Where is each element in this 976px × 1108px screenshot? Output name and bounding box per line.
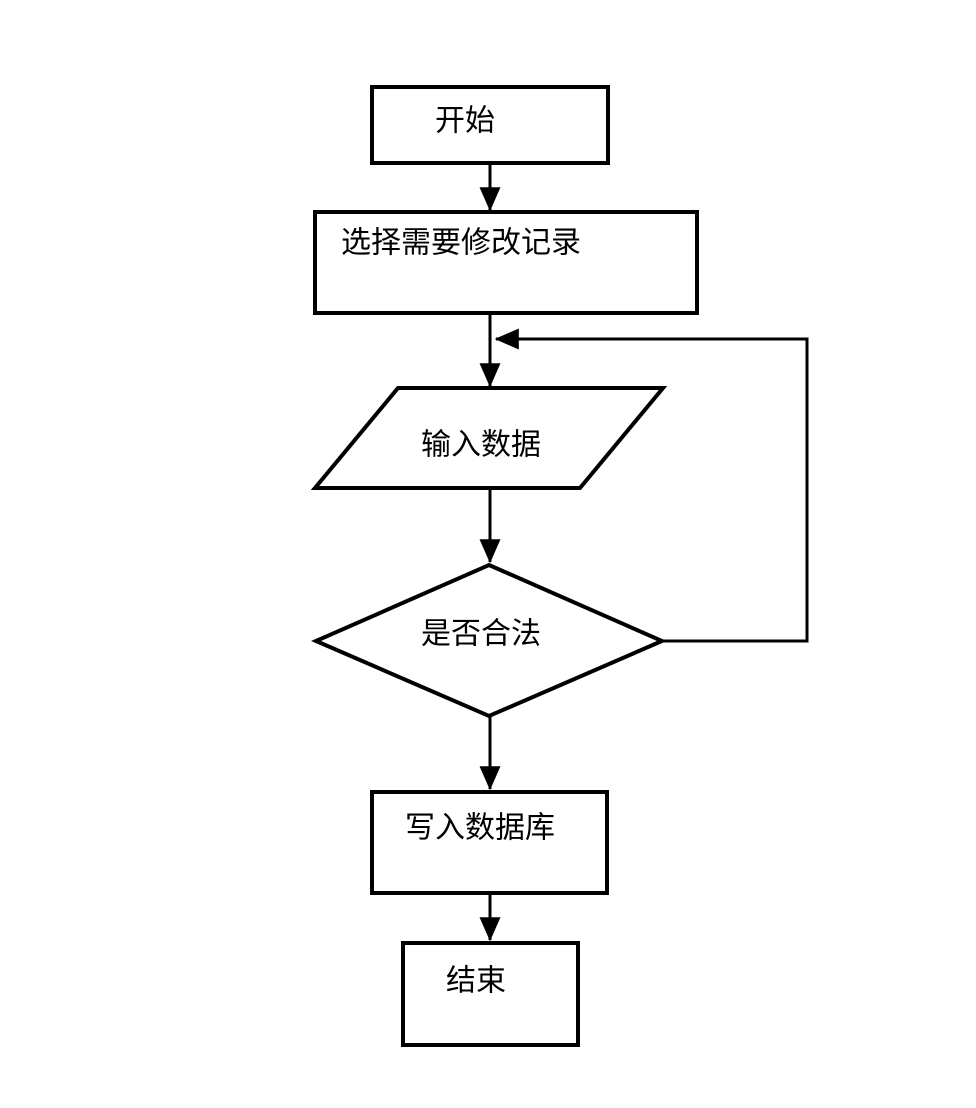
node-end-label: 结束 — [446, 965, 506, 998]
node-start — [370, 85, 610, 165]
node-start-label: 开始 — [435, 105, 495, 138]
node-end — [401, 941, 580, 1047]
node-select-record-label: 选择需要修改记录 — [341, 227, 581, 260]
node-input-data-label: 输入数据 — [421, 429, 541, 462]
node-write-db-label: 写入数据库 — [405, 812, 555, 845]
node-write-db — [370, 790, 609, 895]
node-select-record — [313, 210, 699, 315]
node-is-valid — [310, 562, 668, 719]
edge-decision-loop-back — [494, 328, 809, 643]
node-input-data — [310, 386, 668, 490]
node-is-valid-label: 是否合法 — [421, 618, 541, 651]
